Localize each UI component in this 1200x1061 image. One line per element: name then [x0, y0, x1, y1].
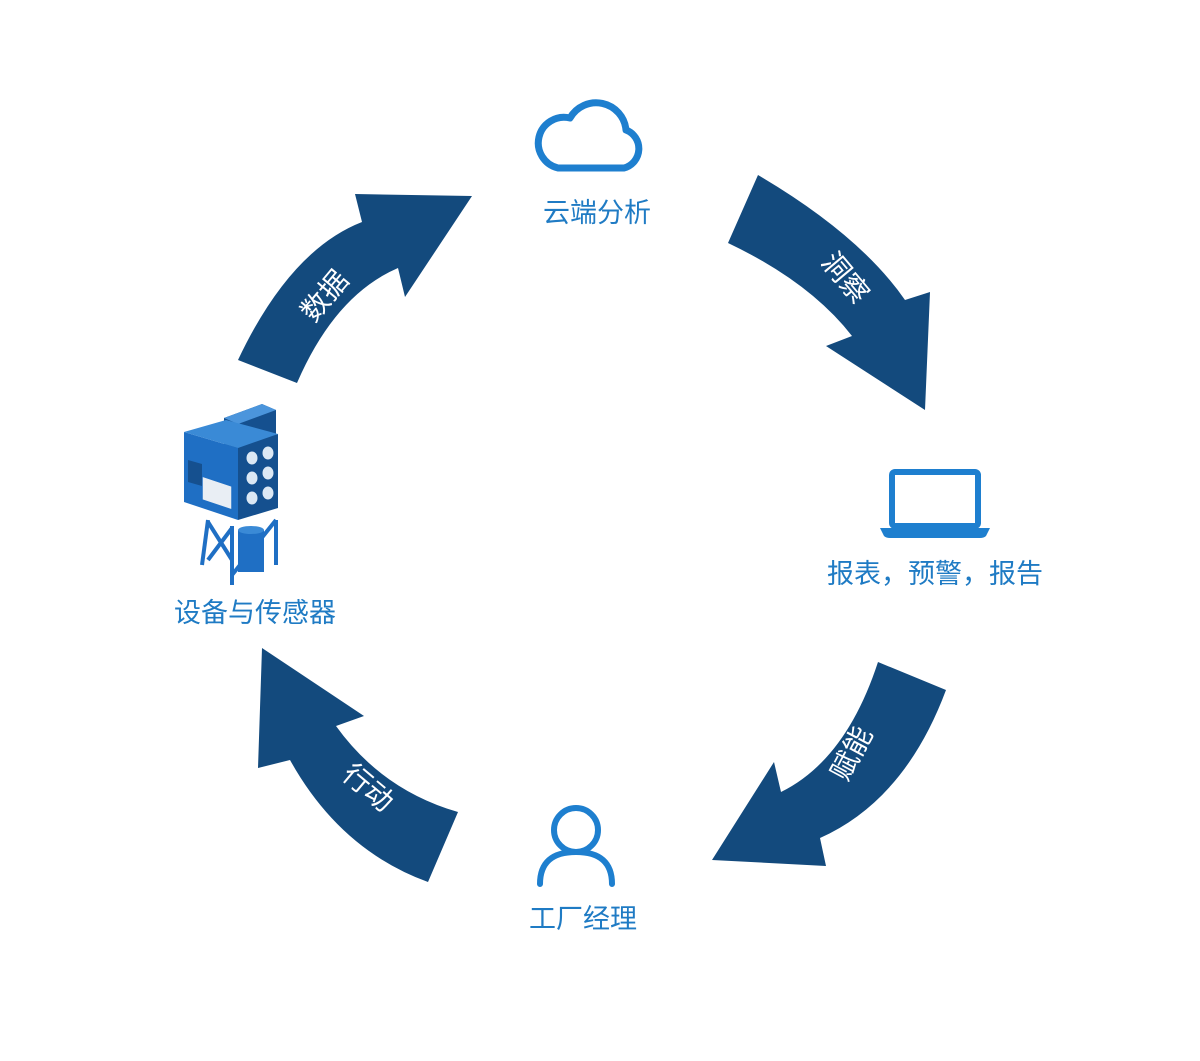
- person-icon: [537, 805, 615, 887]
- node-manager-label: 工厂经理: [529, 904, 637, 935]
- node-manager: 工厂经理: [529, 805, 637, 935]
- cloud-icon: [534, 99, 643, 172]
- node-equipment: 设备与传感器: [174, 404, 336, 629]
- node-cloud-label: 云端分析: [543, 198, 651, 229]
- arrow-action-shape: [258, 648, 458, 882]
- arrow-empower: 赋能: [712, 662, 946, 866]
- node-reports: 报表，预警，报告: [827, 469, 1043, 590]
- arrow-insight-shape: [728, 175, 930, 410]
- dust-collector-icon: [184, 404, 278, 585]
- arrow-data: 数据: [238, 194, 472, 383]
- node-equipment-label: 设备与传感器: [174, 598, 336, 629]
- arrow-empower-shape: [712, 662, 946, 866]
- arrow-action: 行动: [258, 648, 458, 882]
- node-reports-label: 报表，预警，报告: [827, 559, 1043, 590]
- node-cloud: 云端分析: [534, 99, 651, 229]
- laptop-icon: [880, 469, 990, 538]
- arrow-insight: 洞察: [728, 175, 930, 410]
- arrow-data-shape: [238, 194, 472, 383]
